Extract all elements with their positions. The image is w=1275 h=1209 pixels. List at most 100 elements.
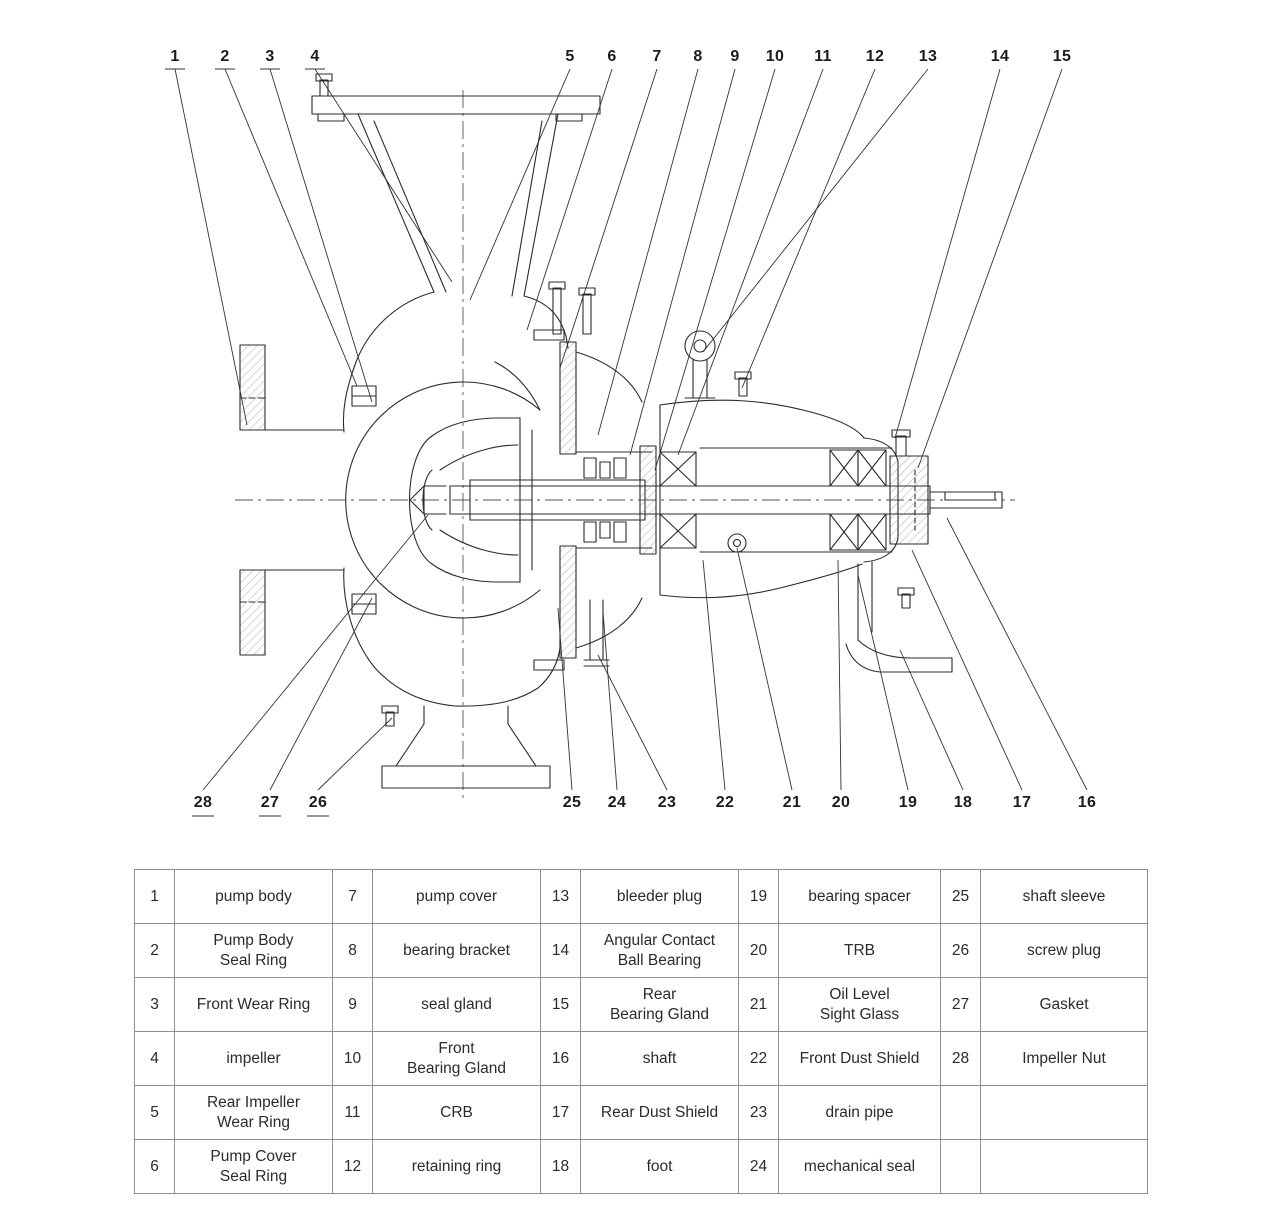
drain-pipe (583, 599, 610, 667)
part-number-cell: 27 (940, 977, 981, 1032)
callout-27: 27 (260, 794, 280, 811)
foot (845, 561, 953, 673)
callout-13: 13 (918, 48, 938, 65)
leader-line (269, 68, 373, 403)
part-number-cell: 12 (332, 1139, 373, 1194)
bearing-bracket (659, 371, 899, 599)
part-number-cell: 6 (134, 1139, 175, 1194)
part-name-cell: pump cover (372, 869, 541, 924)
leader-line (469, 68, 571, 301)
pedestal (381, 705, 551, 789)
part-name-cell: shaft (580, 1031, 739, 1086)
callout-22: 22 (715, 794, 735, 811)
leader-line (677, 68, 824, 456)
callout-4: 4 (310, 48, 320, 65)
part-name-cell: pump body (174, 869, 333, 924)
part-name-cell: bearing bracket (372, 923, 541, 978)
part-name-cell: retaining ring (372, 1139, 541, 1194)
leader-line (741, 68, 876, 389)
part-number-cell: 19 (738, 869, 779, 924)
part-number-cell: 20 (738, 923, 779, 978)
part-name-cell: Rear Impeller Wear Ring (174, 1085, 333, 1140)
rear-bearing-gland (889, 429, 929, 545)
leader-line (629, 68, 736, 456)
callout-2: 2 (220, 48, 230, 65)
part-name-cell: Oil Level Sight Glass (778, 977, 941, 1032)
part-number-cell (940, 1139, 981, 1194)
part-name-cell: bleeder plug (580, 869, 739, 924)
part-name-cell: Rear Bearing Gland (580, 977, 739, 1032)
front-bearing-crb (659, 451, 697, 549)
part-name-cell: shaft sleeve (980, 869, 1148, 924)
part-name-cell: drain pipe (778, 1085, 941, 1140)
leader-line (702, 559, 726, 791)
leader-line (857, 574, 909, 791)
callout-28: 28 (193, 794, 213, 811)
callout-24: 24 (607, 794, 627, 811)
callout-19: 19 (898, 794, 918, 811)
leader-line (269, 597, 373, 791)
part-number-cell: 18 (540, 1139, 581, 1194)
part-name-cell: mechanical seal (778, 1139, 941, 1194)
part-number-cell: 5 (134, 1085, 175, 1140)
callout-18: 18 (953, 794, 973, 811)
oil-sight-glass (727, 533, 747, 553)
leader-line (602, 611, 618, 791)
pump-cross-section-drawing (165, 68, 1088, 817)
part-number-cell: 25 (940, 869, 981, 924)
part-number-cell: 13 (540, 869, 581, 924)
part-number-cell: 8 (332, 923, 373, 978)
leader-line (917, 68, 1063, 469)
part-name-cell: impeller (174, 1031, 333, 1086)
part-number-cell: 14 (540, 923, 581, 978)
leader-line (314, 68, 453, 283)
callout-1: 1 (170, 48, 180, 65)
leader-line (557, 607, 573, 791)
callout-10: 10 (765, 48, 785, 65)
part-number-cell: 24 (738, 1139, 779, 1194)
part-name-cell (980, 1085, 1148, 1140)
part-number-cell: 3 (134, 977, 175, 1032)
leader-line (559, 68, 658, 369)
part-name-cell (980, 1139, 1148, 1194)
mechanical-seal (583, 445, 657, 555)
part-number-cell: 9 (332, 977, 373, 1032)
part-number-cell: 4 (134, 1031, 175, 1086)
leader-line (526, 68, 613, 331)
part-number-cell: 23 (738, 1085, 779, 1140)
part-number-cell: 17 (540, 1085, 581, 1140)
leader-line (597, 654, 668, 791)
part-name-cell: Front Bearing Gland (372, 1031, 541, 1086)
rear-bearings (829, 449, 887, 551)
part-name-cell: foot (580, 1139, 739, 1194)
part-name-cell: Gasket (980, 977, 1148, 1032)
pump-cover (533, 281, 653, 671)
part-name-cell: Pump Cover Seal Ring (174, 1139, 333, 1194)
callout-leader-lines (165, 68, 1088, 817)
callout-14: 14 (990, 48, 1010, 65)
impeller-nut (409, 485, 447, 515)
part-name-cell: Front Wear Ring (174, 977, 333, 1032)
callout-8: 8 (693, 48, 703, 65)
part-name-cell: Rear Dust Shield (580, 1085, 739, 1140)
leader-line (202, 514, 429, 791)
part-number-cell: 22 (738, 1031, 779, 1086)
part-name-cell: TRB (778, 923, 941, 978)
callout-16: 16 (1077, 794, 1097, 811)
callout-7: 7 (652, 48, 662, 65)
leader-line (911, 549, 1023, 791)
leader-line (899, 649, 964, 791)
callout-23: 23 (657, 794, 677, 811)
part-name-cell: Impeller Nut (980, 1031, 1148, 1086)
part-name-cell: Angular Contact Ball Bearing (580, 923, 739, 978)
callout-21: 21 (782, 794, 802, 811)
callout-17: 17 (1012, 794, 1032, 811)
part-number-cell (940, 1085, 981, 1140)
